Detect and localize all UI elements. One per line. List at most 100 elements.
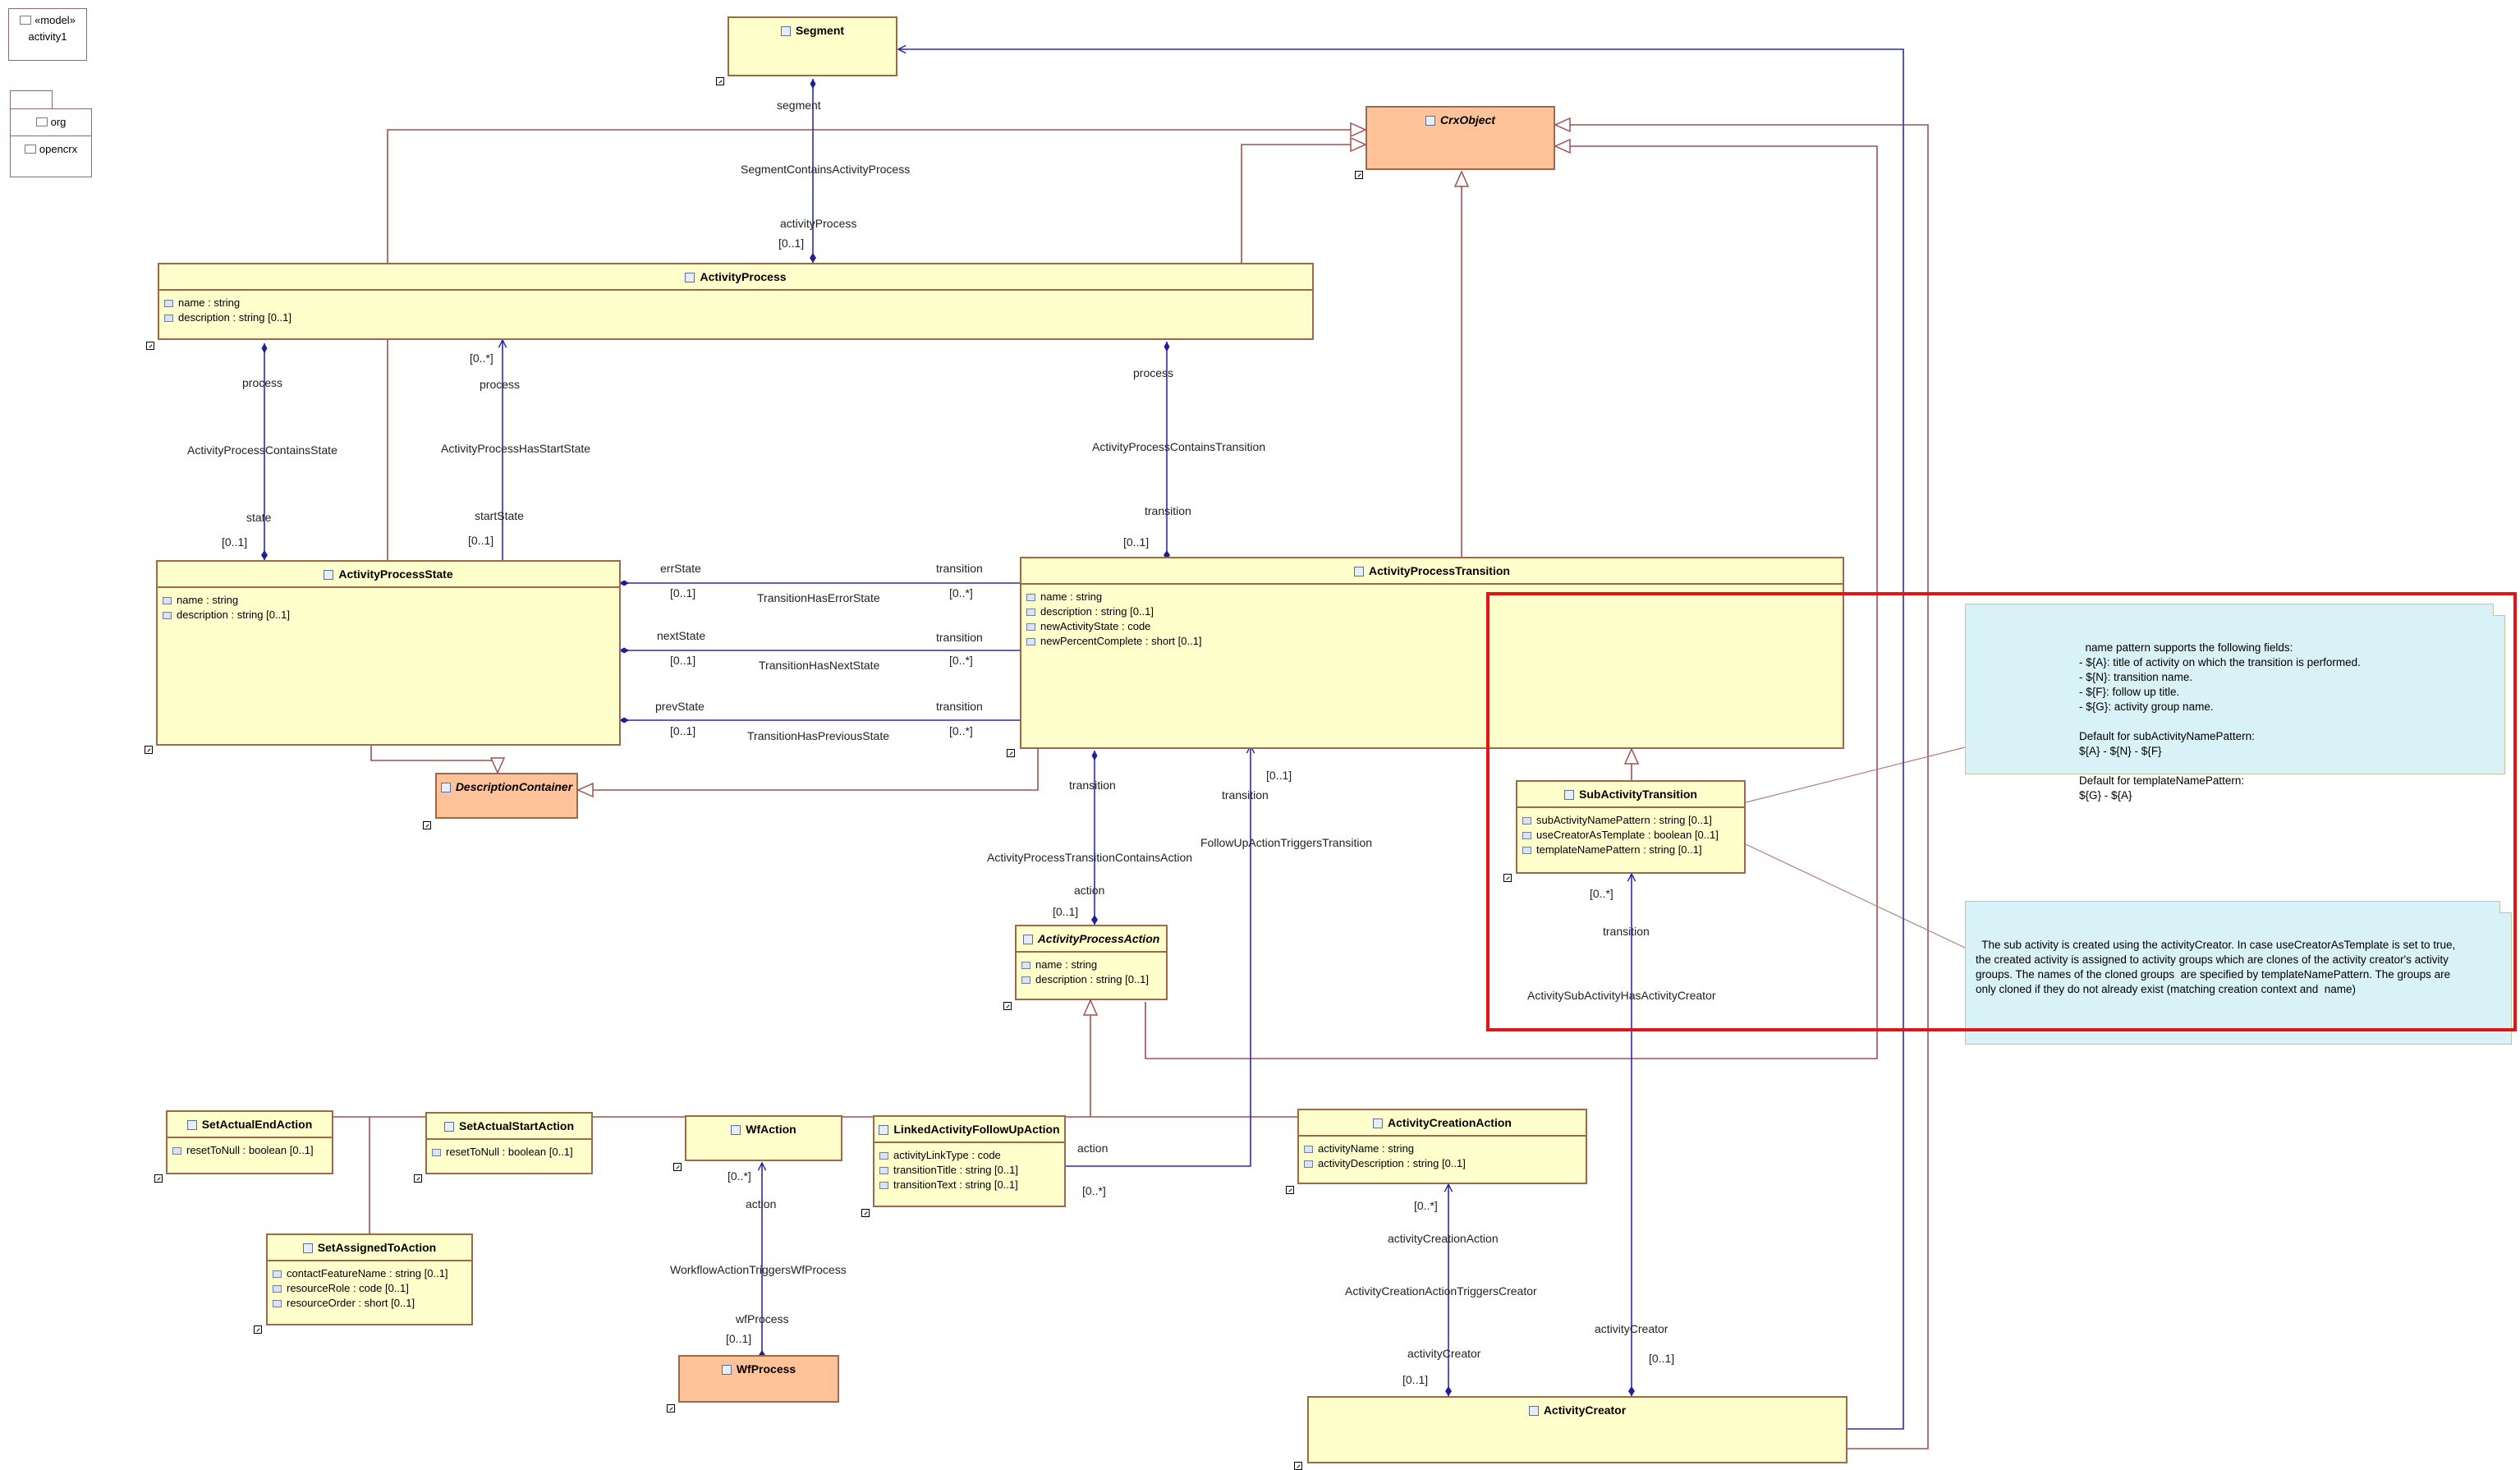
role-label: action: [1074, 884, 1105, 897]
attribute-icon: [172, 1147, 181, 1155]
edit-marker-icon[interactable]: [1007, 749, 1015, 757]
edit-marker-icon[interactable]: [154, 1174, 163, 1183]
class-activitycreator[interactable]: ActivityCreator: [1307, 1396, 1848, 1463]
multiplicity: [0..1]: [1266, 769, 1292, 782]
edit-marker-icon[interactable]: [423, 821, 431, 829]
class-icon: [1373, 1119, 1384, 1128]
association-name: WorkflowActionTriggersWfProcess: [670, 1263, 847, 1276]
edit-marker-icon[interactable]: [667, 1404, 675, 1413]
model-box[interactable]: «model» activity1: [8, 8, 87, 61]
association-name: ActivityProcessTransitionContainsAction: [987, 851, 1193, 864]
class-icon: [1425, 116, 1436, 126]
attribute-icon: [432, 1149, 441, 1156]
attribute-icon: [1522, 832, 1531, 839]
multiplicity: [0..1]: [778, 237, 805, 250]
role-label: activityCreator: [1595, 1322, 1669, 1335]
class-wfaction[interactable]: WfAction: [685, 1115, 842, 1161]
multiplicity: [0..*]: [470, 351, 493, 365]
role-label: prevState: [655, 700, 705, 713]
role-label: errState: [660, 562, 701, 575]
association-name: TransitionHasNextState: [759, 659, 880, 672]
note-sub-activity[interactable]: The sub activity is created using the ac…: [1965, 901, 2512, 1045]
class-icon: [440, 783, 451, 792]
class-wfprocess[interactable]: WfProcess: [678, 1355, 839, 1403]
class-setactualendaction[interactable]: SetActualEndAction resetToNull : boolean…: [166, 1110, 333, 1174]
class-activityprocesstransition[interactable]: ActivityProcessTransition name : string …: [1020, 557, 1844, 749]
class-setassignedtoaction[interactable]: SetAssignedToAction contactFeatureName :…: [266, 1233, 473, 1325]
note-text: name pattern supports the following fiel…: [2079, 641, 2361, 802]
attribute-list: activityLinkType : code transitionTitle …: [874, 1142, 1064, 1196]
class-descriptioncontainer[interactable]: DescriptionContainer: [435, 773, 578, 819]
highlight-box: [1486, 592, 2517, 1031]
class-title: SetAssignedToAction: [268, 1235, 471, 1260]
attribute-icon: [163, 612, 172, 619]
edit-marker-icon[interactable]: [254, 1325, 262, 1334]
edit-marker-icon[interactable]: [414, 1174, 422, 1183]
edit-marker-icon[interactable]: [1355, 171, 1363, 179]
note-name-pattern[interactable]: name pattern supports the following fiel…: [1965, 604, 2505, 802]
multiplicity: [0..*]: [728, 1169, 751, 1183]
edit-marker-icon[interactable]: [716, 77, 724, 85]
role-label: process: [480, 378, 521, 391]
attribute: activityDescription : string [0..1]: [1304, 1156, 1581, 1171]
role-label: state: [246, 511, 272, 524]
note-fold-icon: [2493, 604, 2505, 616]
multiplicity: [0..*]: [949, 724, 973, 737]
class-linkedactivityfollowupaction[interactable]: LinkedActivityFollowUpAction activityLin…: [873, 1115, 1066, 1207]
role-label: segment: [777, 99, 821, 112]
class-activitycreationaction[interactable]: ActivityCreationAction activityName : st…: [1297, 1109, 1587, 1184]
attribute-list: resetToNull : boolean [0..1]: [168, 1137, 332, 1161]
role-label: transition: [1069, 779, 1116, 792]
gen-aps-desc: [370, 746, 498, 773]
role-label: transition: [936, 631, 983, 644]
package-org[interactable]: org: [11, 109, 91, 136]
class-title: ActivityCreationAction: [1299, 1110, 1586, 1135]
multiplicity: [0..*]: [1590, 887, 1613, 900]
class-icon: [731, 1125, 741, 1135]
attribute: activityName : string: [1304, 1142, 1581, 1156]
edit-marker-icon[interactable]: [1003, 1002, 1012, 1010]
class-setactualstartaction[interactable]: SetActualStartAction resetToNull : boole…: [425, 1112, 593, 1174]
attribute: templateNamePattern : string [0..1]: [1522, 843, 1739, 857]
attribute: newPercentComplete : short [0..1]: [1026, 634, 1838, 649]
class-subactivitytransition[interactable]: SubActivityTransition subActivityNamePat…: [1516, 780, 1746, 874]
attribute-icon: [273, 1300, 282, 1307]
class-title: Segment: [729, 18, 896, 43]
role-label: startState: [475, 509, 524, 522]
attribute-icon: [1021, 962, 1030, 969]
class-activityprocessstate[interactable]: ActivityProcessState name : string descr…: [156, 560, 621, 746]
multiplicity: [0..1]: [670, 586, 696, 599]
attribute: resetToNull : boolean [0..1]: [172, 1143, 327, 1158]
class-title: WfProcess: [680, 1357, 838, 1381]
package-list[interactable]: org opencrx: [10, 108, 92, 177]
association-name: FollowUpActionTriggersTransition: [1200, 836, 1373, 849]
class-crxobject[interactable]: CrxObject: [1366, 106, 1555, 170]
gen-apa-crx: [1145, 146, 1878, 1059]
attribute: name : string: [1026, 590, 1838, 604]
edit-marker-icon[interactable]: [1286, 1186, 1294, 1194]
role-label: activityProcess: [780, 217, 857, 230]
note-text: The sub activity is created using the ac…: [1976, 939, 2456, 995]
class-title: ActivityProcessTransition: [1021, 558, 1843, 583]
note-fold-icon: [2499, 901, 2512, 913]
association-name: TransitionHasErrorState: [757, 591, 880, 604]
association-name: SegmentContainsActivityProcess: [741, 163, 911, 176]
class-title: SetActualEndAction: [168, 1112, 332, 1137]
role-label: activityCreationAction: [1388, 1232, 1499, 1245]
package-opencrx[interactable]: opencrx: [11, 136, 91, 163]
edit-marker-icon[interactable]: [145, 746, 153, 754]
role-label: wfProcess: [736, 1312, 789, 1325]
class-activityprocessaction[interactable]: ActivityProcessAction name : string desc…: [1015, 925, 1168, 1000]
attribute-icon: [273, 1270, 282, 1278]
class-icon: [302, 1243, 313, 1253]
edit-marker-icon[interactable]: [861, 1209, 870, 1217]
edit-marker-icon[interactable]: [673, 1163, 682, 1171]
attribute: name : string: [164, 296, 1307, 310]
edit-marker-icon[interactable]: [1503, 874, 1512, 882]
attribute-icon: [1304, 1160, 1313, 1168]
class-segment[interactable]: Segment: [728, 16, 897, 76]
class-activityprocess[interactable]: ActivityProcess name : string descriptio…: [158, 263, 1314, 340]
edit-marker-icon[interactable]: [146, 342, 154, 350]
edit-marker-icon[interactable]: [1294, 1462, 1302, 1470]
